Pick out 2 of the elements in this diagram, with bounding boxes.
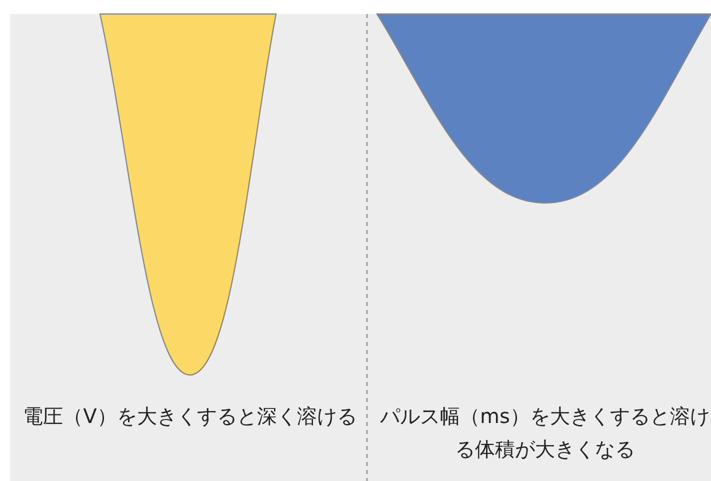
caption-text: パルス幅（ms）を大きくすると溶ける体積が大きくなる	[379, 403, 711, 463]
caption-text: 電圧（V）を大きくすると深く溶ける	[22, 403, 358, 430]
